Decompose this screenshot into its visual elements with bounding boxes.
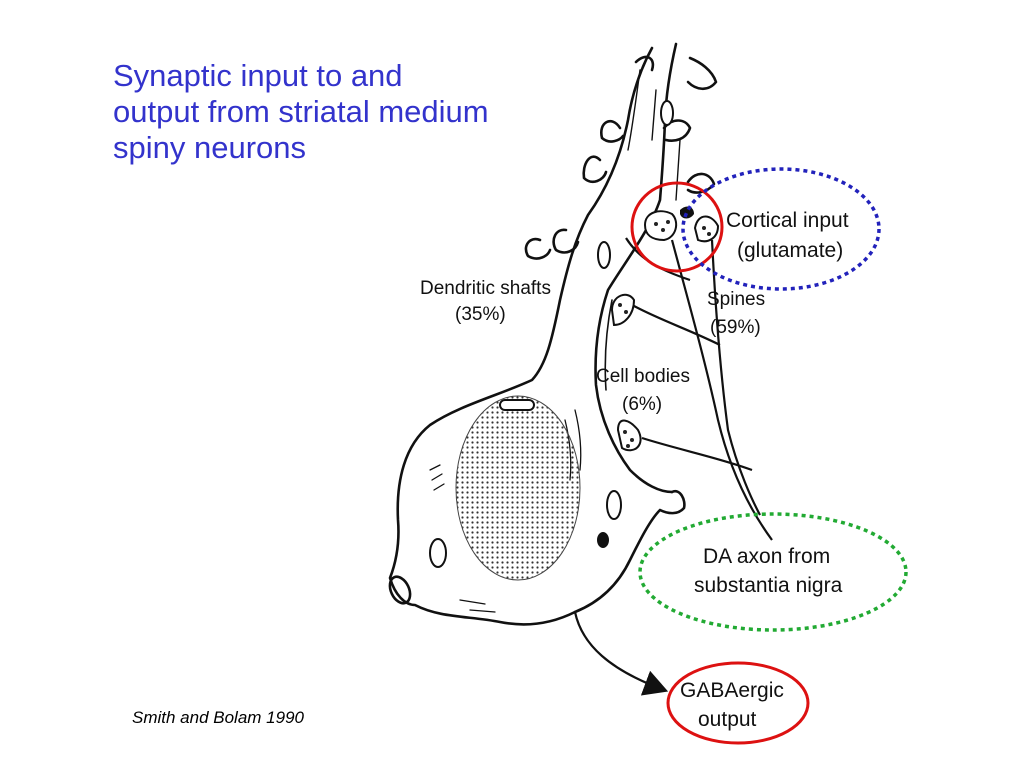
label-cell-bodies-pct: (6%) <box>622 394 662 415</box>
label-gaba-line1: GABAergic <box>680 679 784 702</box>
label-da-axon-line1: DA axon from <box>703 545 830 568</box>
label-cortical-input: Cortical input <box>726 209 849 232</box>
da-axon-highlight <box>638 512 908 632</box>
label-da-axon-line2: substantia nigra <box>694 574 843 597</box>
label-cortical-input-sub: (glutamate) <box>737 239 843 262</box>
label-gaba-line2: output <box>698 708 757 731</box>
slide-title: Synaptic input to and output from striat… <box>113 58 489 165</box>
cortical-synapse-highlight <box>630 181 724 273</box>
label-dendritic-shafts: Dendritic shafts <box>420 278 551 299</box>
cortical-input-highlight <box>681 167 881 291</box>
citation: Smith and Bolam 1990 <box>132 708 304 727</box>
axon-lines <box>625 237 773 541</box>
mitochondria <box>429 100 674 568</box>
label-cell-bodies: Cell bodies <box>596 366 690 387</box>
nucleus <box>455 395 581 581</box>
synaptic-boutons <box>610 210 720 452</box>
label-spines-pct: (59%) <box>710 317 761 338</box>
dark-inclusion <box>597 532 609 548</box>
label-dendritic-shafts-pct: (35%) <box>455 304 506 325</box>
gaba-output-arrow <box>573 611 669 696</box>
gaba-output-highlight <box>666 661 810 745</box>
label-spines: Spines <box>707 289 765 310</box>
